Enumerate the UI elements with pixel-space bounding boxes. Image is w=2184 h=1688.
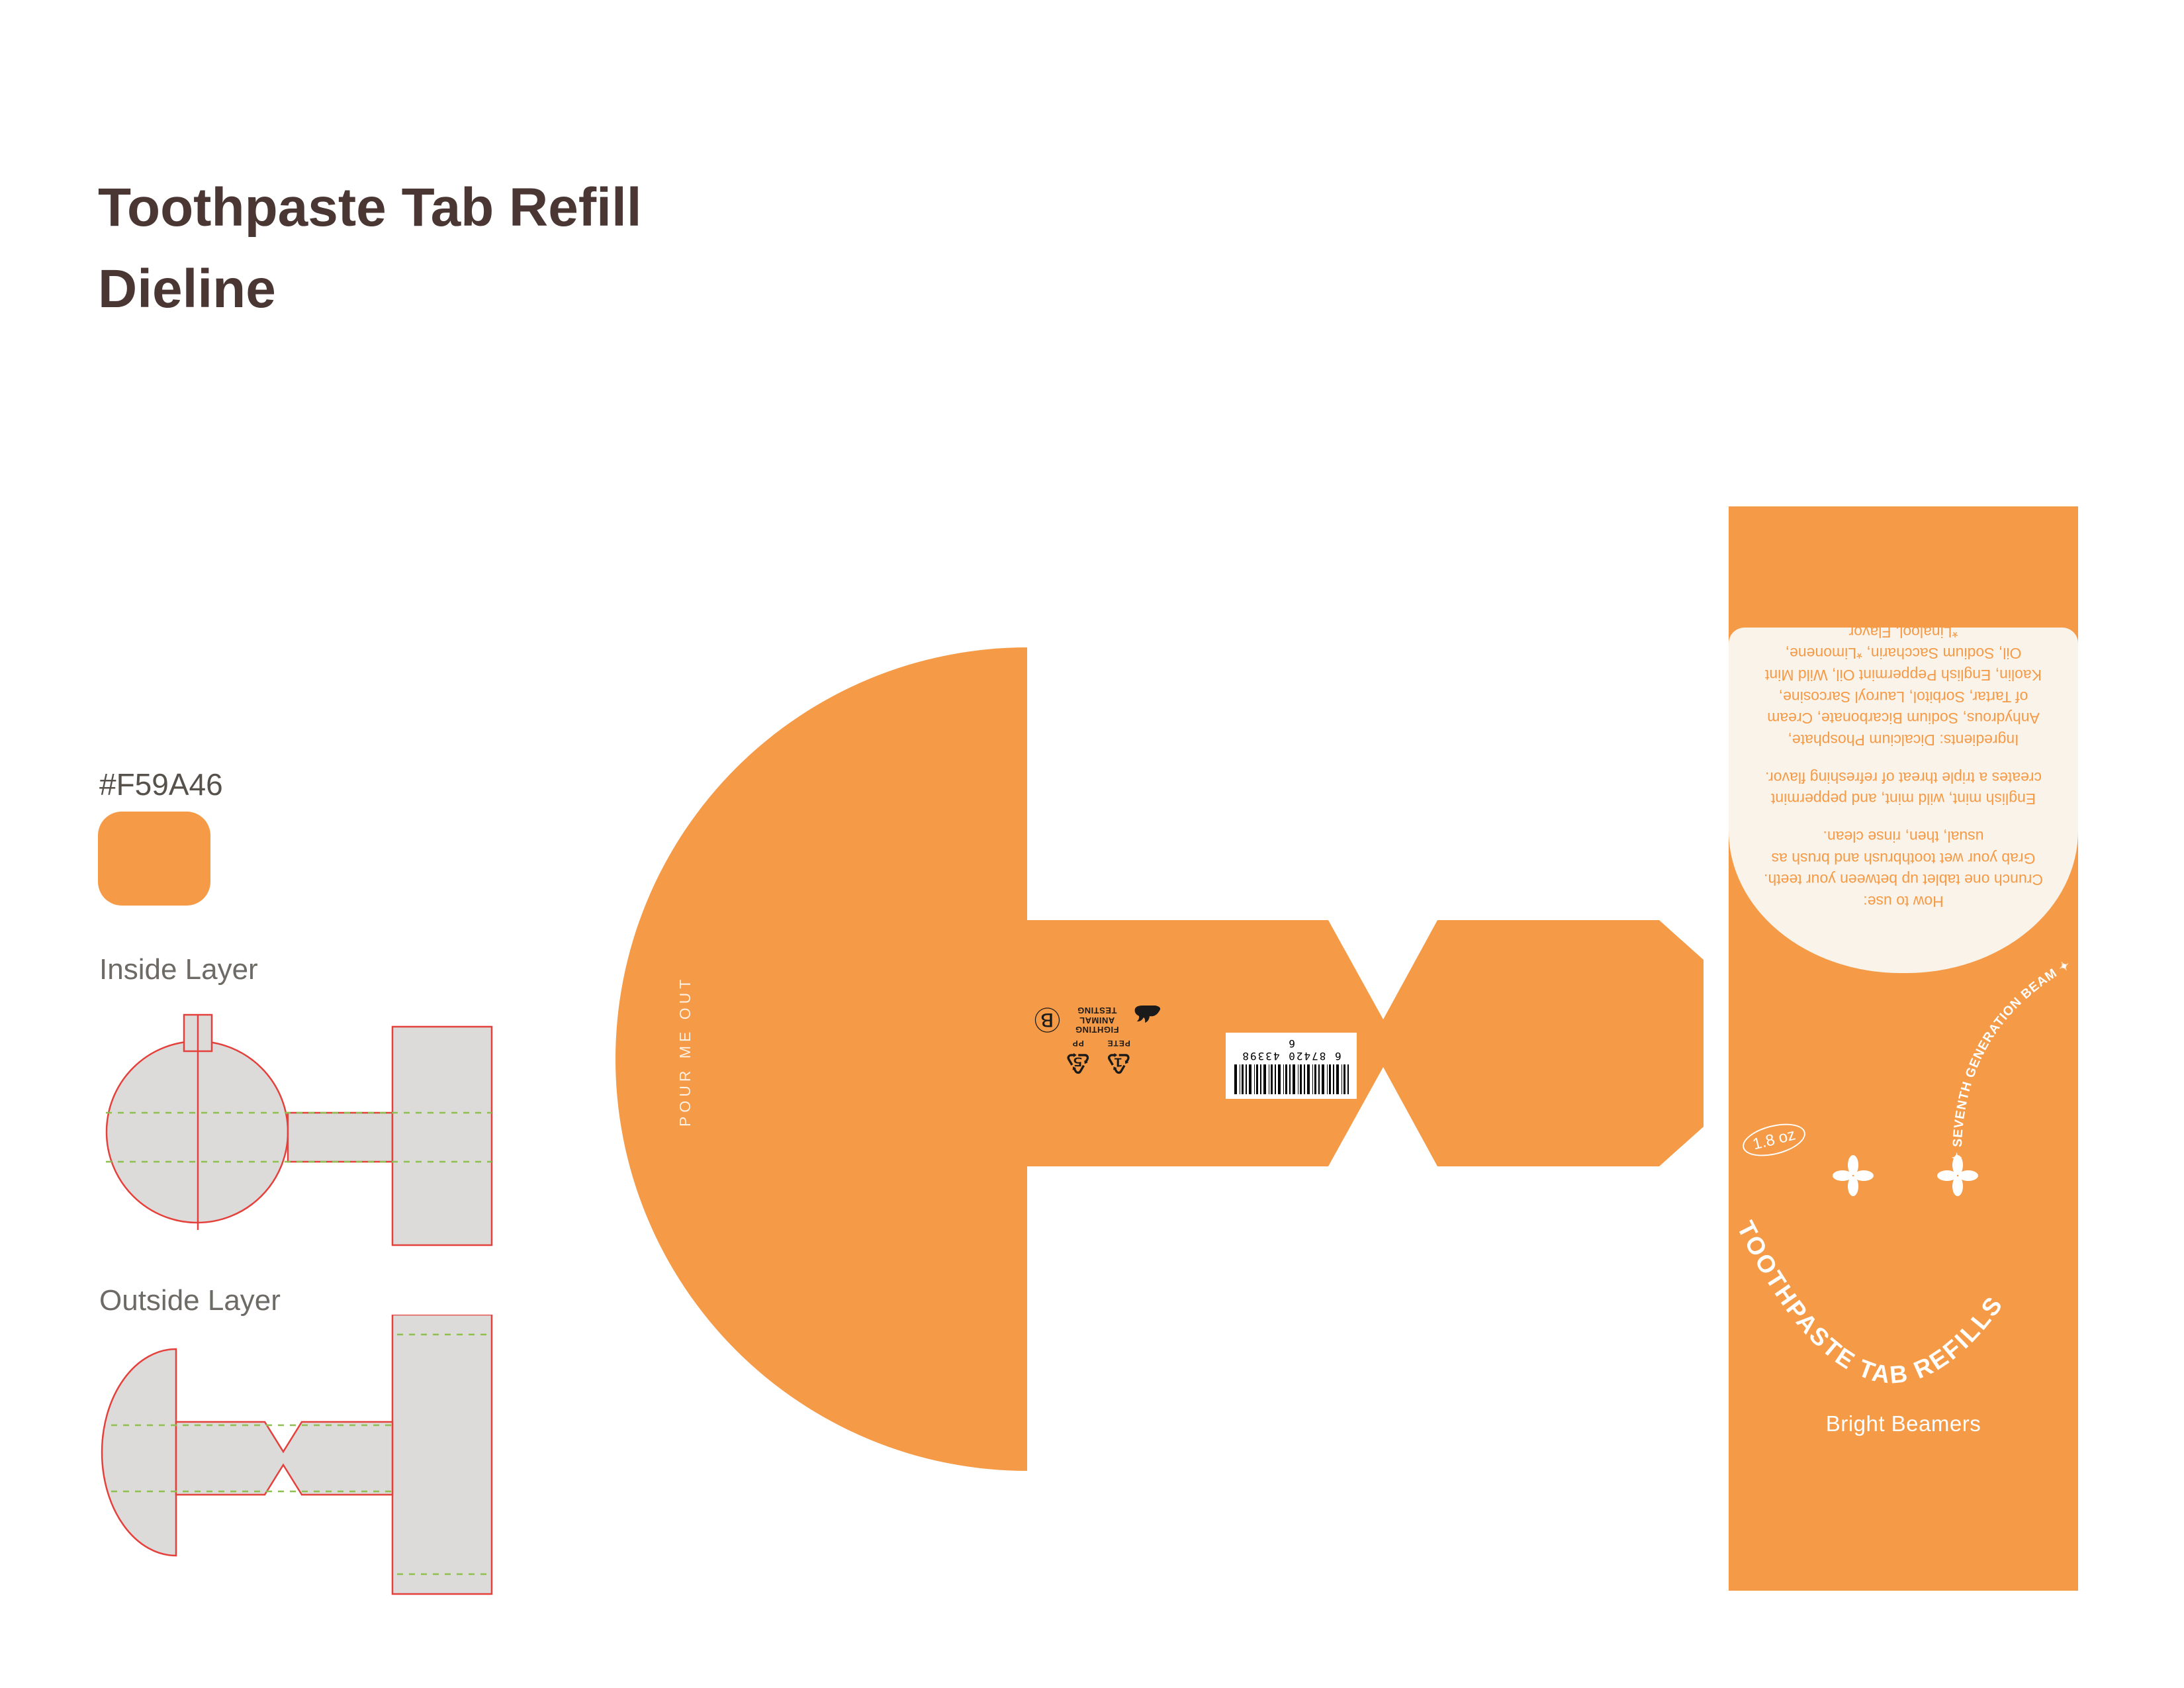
- fat-line-3: TESTING: [1077, 1006, 1117, 1016]
- bcorp-icon: Ⓑ: [1034, 1004, 1061, 1034]
- connector-band-shape: [1027, 920, 1704, 1166]
- pp-label: PP: [1071, 1039, 1084, 1048]
- recycle-pete-icon: ♳ PETE: [1105, 1039, 1132, 1078]
- title-line-2: Dieline: [98, 259, 276, 319]
- outside-layer-dieline: [101, 1315, 493, 1595]
- fighting-animal-testing-label: FIGHTING ANIMAL TESTING: [1075, 1006, 1119, 1035]
- inside-layer-dieline: [105, 1013, 493, 1246]
- how-to-use-body: Crunch one tablet up between your teeth.…: [1764, 828, 2043, 889]
- barcode-digits: 6 87420 43398 6: [1241, 1037, 1342, 1062]
- ingredients-paragraph: Ingredients: Dicalcium Phosphate, Anhydr…: [1765, 623, 2042, 749]
- fat-line-1: FIGHTING: [1075, 1025, 1119, 1035]
- resin-codes-row: ♳ PETE ♷ PP: [1065, 1039, 1132, 1078]
- outside-right-panel: [391, 1315, 493, 1595]
- animal-testing-row: FIGHTING ANIMAL TESTING Ⓑ: [1034, 1004, 1162, 1035]
- inside-right-panel: [391, 1025, 493, 1246]
- pete-label: PETE: [1107, 1039, 1130, 1048]
- pete-symbol: ♳: [1105, 1046, 1132, 1078]
- outside-layer-label: Outside Layer: [99, 1284, 281, 1317]
- back-panel-copy: How to use: Crunch one tablet up between…: [1729, 624, 2078, 973]
- swatch-hex-label: #F59A46: [99, 767, 223, 802]
- inside-layer-label: Inside Layer: [99, 953, 258, 986]
- title-line-1: Toothpaste Tab Refill: [98, 177, 642, 238]
- inside-connector-panel: [287, 1111, 394, 1163]
- pour-me-out-text: POUR ME OUT: [676, 975, 694, 1127]
- brand-name: Bright Beamers: [1825, 1411, 1981, 1436]
- pp-symbol: ♷: [1065, 1046, 1091, 1078]
- recycle-pp-icon: ♷ PP: [1065, 1039, 1091, 1078]
- barcode-bars: [1234, 1064, 1349, 1094]
- fat-line-2: ANIMAL: [1079, 1015, 1115, 1025]
- connector-band: [1027, 920, 1704, 1166]
- info-blob: How to use: Crunch one tablet up between…: [1729, 624, 2078, 973]
- outside-connector-panel: [175, 1421, 394, 1496]
- color-swatch: [98, 812, 210, 906]
- leaping-bunny-icon: [1134, 1006, 1160, 1023]
- certification-marks: ♳ PETE ♷ PP FIGHTING ANIMAL TESTING Ⓑ: [1027, 970, 1169, 1078]
- barcode: 6 87420 43398 6: [1226, 1033, 1357, 1099]
- how-to-use-paragraph: How to use: Crunch one tablet up between…: [1759, 825, 2048, 912]
- document-title: Toothpaste Tab Refill Dieline: [98, 167, 642, 330]
- flavor-paragraph: English mint, wild mint, and peppermint …: [1764, 769, 2042, 808]
- outside-half-disc: [101, 1348, 177, 1557]
- how-to-use-label: How to use:: [1863, 893, 1944, 910]
